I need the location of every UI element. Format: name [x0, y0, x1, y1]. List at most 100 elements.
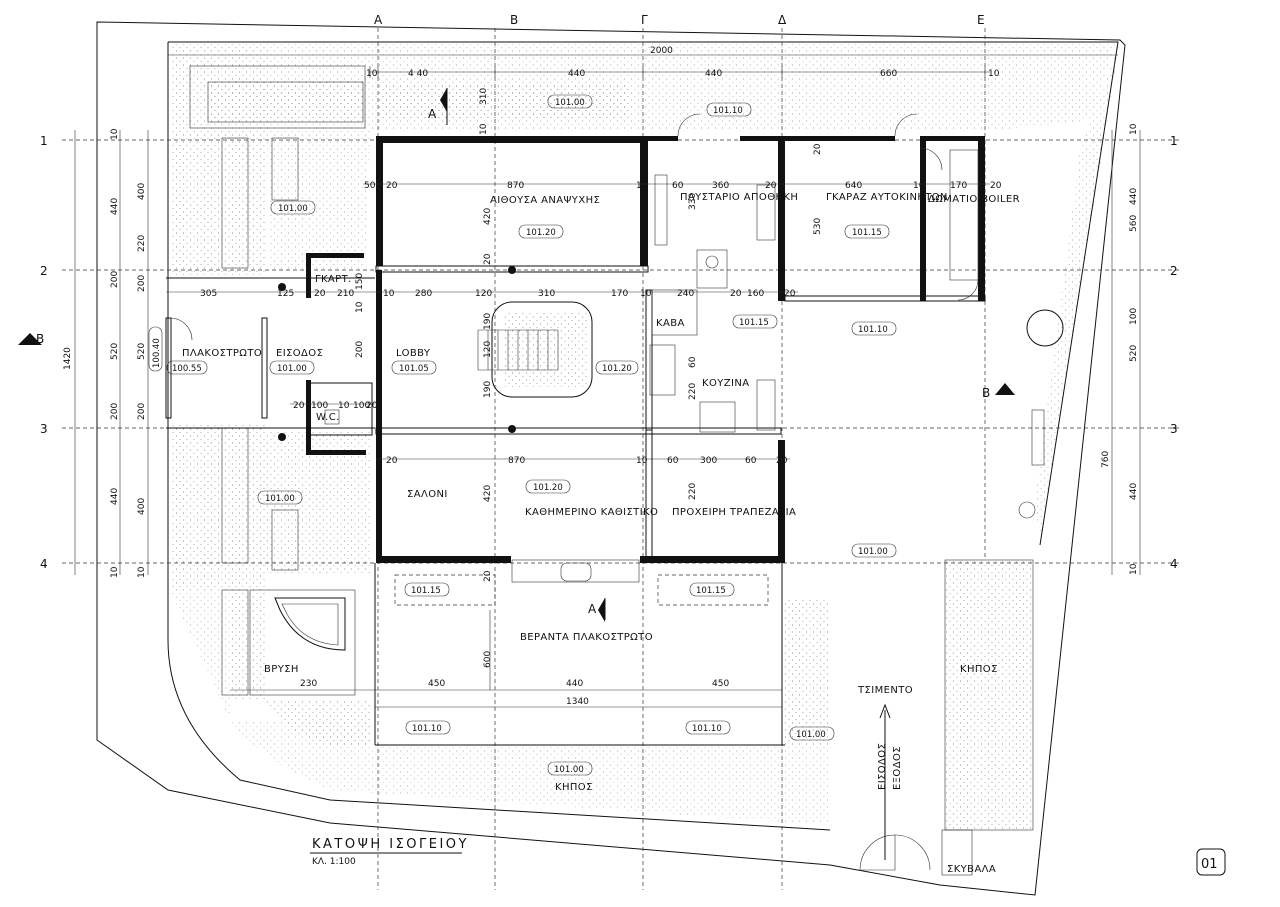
- dim-left-outer-6: 440: [110, 488, 120, 505]
- garden-areas: [170, 42, 1120, 830]
- dim-row1-3: 870: [507, 181, 524, 191]
- tag-kitchen-ext: 101.15: [739, 318, 769, 328]
- room-kitchen: ΚΟΥΖΙΝΑ: [702, 378, 749, 389]
- axis-label-2-right: 2: [1170, 264, 1178, 278]
- dim-left-inner-2: 220: [137, 235, 147, 252]
- dim-row1-4: 10: [636, 181, 648, 191]
- dim-wc-2: 100: [311, 401, 328, 411]
- dim-right-7: 440: [1129, 483, 1139, 500]
- entry-tag: 101.00: [269, 360, 315, 375]
- room-cellar: ΚΑΒΑ: [656, 318, 685, 329]
- dim-row1-9: 10: [913, 181, 925, 191]
- dim-left-outer-4: 520: [110, 343, 120, 360]
- dim-top-total: 2000: [650, 46, 673, 56]
- top-dimension-chain: 2000 10 4 40 440 440 660 10 310 10: [168, 46, 1118, 135]
- drawing-scale: ΚΛ. 1:100: [312, 857, 356, 867]
- axis-label-b: Β: [510, 13, 518, 27]
- dim-right-6: 760: [1101, 451, 1111, 468]
- dim-lobby-v6: 190: [483, 381, 493, 398]
- dim-row1-8: 640: [845, 181, 862, 191]
- dim-right-5: 520: [1129, 345, 1139, 362]
- dim-top-seg-2: 4 40: [408, 69, 428, 79]
- dim-veranda-4: 450: [712, 679, 729, 689]
- dim-row2-7: 120: [475, 289, 492, 299]
- room-entry: ΕΙΣΟΔΟΣ: [276, 348, 323, 359]
- axis-label-3-right: 3: [1170, 422, 1178, 436]
- dim-row3-v3: 20: [483, 570, 493, 582]
- title-block: ΚΑΤΟΨΗ ΙΣΟΓΕΙΟΥ ΚΛ. 1:100 01: [310, 837, 1226, 876]
- dim-top-seg-5: 660: [880, 69, 897, 79]
- dim-left-inner-1: 400: [137, 183, 147, 200]
- dim-row2-14: 20: [784, 289, 796, 299]
- dim-row1-v1: 420: [483, 208, 493, 225]
- paving-tag-text: 100.55: [172, 364, 202, 374]
- room-dining: ΠΡΟΧΕΙΡΗ ΤΡΑΠΕΖΑΡΙΑ: [672, 507, 796, 518]
- interior-dimensions: 50 20 870 10 60 360 20 640 10 170 20 420…: [166, 143, 1002, 707]
- dim-row2-1: 305: [200, 289, 217, 299]
- room-trash: ΣΚΥΒΑΛΑ: [947, 864, 996, 875]
- axis-label-2-left: 2: [40, 264, 48, 278]
- entry-tag-text: 101.00: [277, 364, 307, 374]
- dim-right-4: 100: [1129, 308, 1139, 325]
- tag-bay-right: 101.15: [696, 586, 726, 596]
- dim-row3-7: 20: [776, 456, 788, 466]
- dim-row2-5: 10: [383, 289, 395, 299]
- interior-fixtures: [324, 149, 1064, 583]
- dim-row2-4: 210: [337, 289, 354, 299]
- hall-tag-text: 101.20: [602, 364, 632, 374]
- dim-row1-5: 60: [672, 181, 684, 191]
- dim-row1-v5: 20: [813, 143, 823, 155]
- section-a-top: Α: [428, 107, 437, 121]
- tag-veranda-left: 101.10: [412, 724, 442, 734]
- axis-label-d: Δ: [778, 13, 787, 27]
- columns: [278, 266, 516, 441]
- axis-label-1-right: 1: [1170, 134, 1178, 148]
- lounge-tag: 101.20: [518, 224, 564, 239]
- dim-top-310: 310: [479, 88, 489, 105]
- tag-bay-left: 101.15: [411, 586, 441, 596]
- dim-wc-1: 20: [293, 401, 305, 411]
- dim-left-total: 1420: [63, 347, 73, 370]
- room-labels: ΑΙΘΟΥΣΑ ΑΝΑΨΥΧΗΣ 101.20 ΠΛΥΣΤΑΡΙΟ ΑΠΟΘΗΚ…: [166, 192, 1020, 875]
- family-tag: 101.20: [525, 479, 571, 494]
- dim-row1-v4: 530: [813, 218, 823, 235]
- veranda-outline: [230, 563, 785, 746]
- dim-top-seg-1: 10: [366, 69, 378, 79]
- lounge-tag-text: 101.20: [526, 228, 556, 238]
- right-dimension-chain: 10 440 560 100 520 760 440 10: [1101, 123, 1141, 575]
- dim-row2-10: 10: [640, 289, 652, 299]
- dim-top-seg-6: 10: [988, 69, 1000, 79]
- tag-veranda-right: 101.10: [692, 724, 722, 734]
- axis-label-e: Ε: [977, 13, 985, 27]
- dim-left-inner-6: 400: [137, 498, 147, 515]
- dim-row1-v3: 330: [688, 193, 698, 210]
- lobby-tag: 101.05: [391, 360, 437, 375]
- dim-right-2: 440: [1129, 188, 1139, 205]
- dim-row2-12: 20: [730, 289, 742, 299]
- garage-tag: 101.15: [844, 224, 890, 239]
- dim-lobby-v1: 150: [355, 273, 365, 290]
- dim-top-seg-4: 440: [705, 69, 722, 79]
- dim-lobby-v4: 120: [483, 341, 493, 358]
- tag-top-right: 101.10: [713, 106, 743, 116]
- room-lobby: LOBBY: [396, 348, 431, 359]
- tag-left-lower: 101.00: [265, 494, 295, 504]
- tag-top-center: 101.00: [555, 98, 585, 108]
- dim-veranda-v: 600: [483, 651, 493, 668]
- lobby-tag-text: 101.05: [399, 364, 429, 374]
- dim-top-seg-3: 440: [568, 69, 585, 79]
- room-garage: ΓΚΑΡΑΖ ΑΥΤΟΚΙΝΗΤΩΝ: [826, 192, 948, 203]
- dim-left-outer-7: 10: [110, 566, 120, 578]
- garage-tag-text: 101.15: [852, 228, 882, 238]
- dim-row3-3: 10: [636, 456, 648, 466]
- tag-yard: 101.00: [858, 547, 888, 557]
- entrance-out: ΕΞΟΔΟΣ: [892, 746, 903, 790]
- dim-row1-1: 50: [364, 181, 376, 191]
- dim-lobby-v7: 60: [688, 356, 698, 368]
- dim-veranda-3: 440: [566, 679, 583, 689]
- dim-lobby-v2: 10: [355, 301, 365, 313]
- room-veranda: ΒΕΡΑΝΤΑ ΠΛΑΚΟΣΤΡΩΤΟ: [520, 632, 653, 643]
- door-swings: [169, 113, 979, 871]
- drawing-title: ΚΑΤΟΨΗ ΙΣΟΓΕΙΟΥ: [312, 837, 469, 852]
- dim-left-outer-1: 10: [110, 128, 120, 140]
